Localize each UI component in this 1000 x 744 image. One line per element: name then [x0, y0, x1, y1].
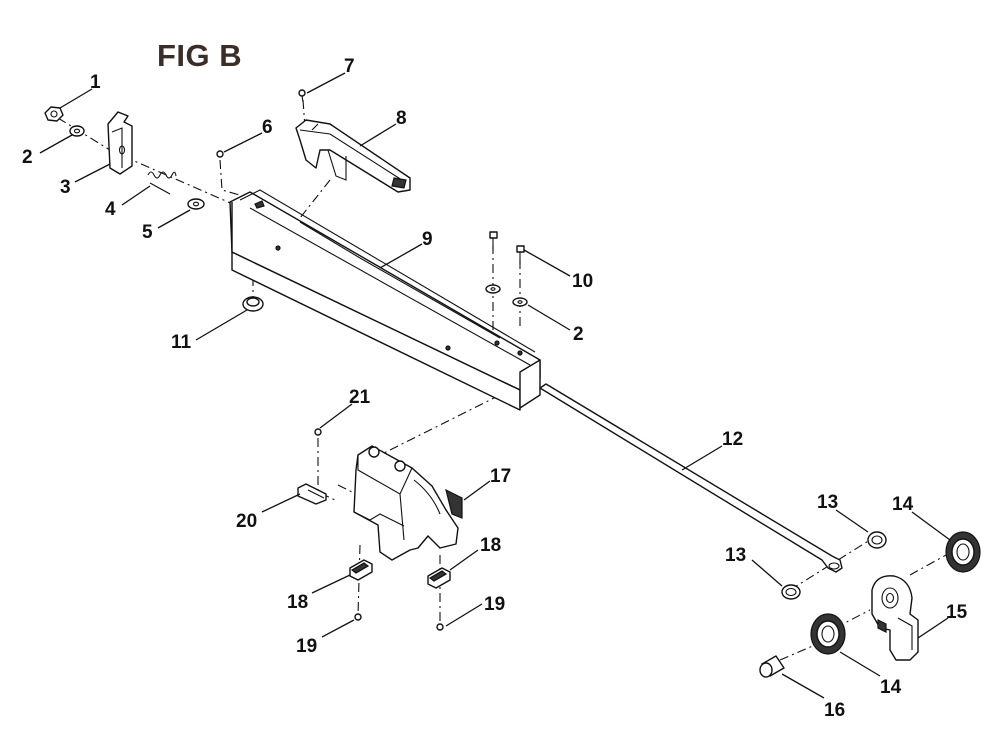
part-20-clip	[297, 483, 327, 505]
part-17-clamp-body	[353, 445, 463, 561]
callout-1: 1	[90, 72, 101, 93]
callout-13-lower: 13	[725, 545, 746, 566]
callout-8: 8	[396, 108, 407, 129]
part-8-indicator	[295, 119, 411, 193]
figure-title: FIG B	[157, 38, 243, 73]
callout-11: 11	[171, 332, 192, 353]
part-13-washers	[781, 531, 887, 600]
part-11-grommet	[242, 296, 264, 312]
callout-2: 2	[22, 147, 33, 168]
part-18-pad-left	[349, 559, 373, 581]
part-4-spring	[147, 171, 177, 195]
callout-18-left: 18	[287, 592, 308, 613]
part-7-screw	[298, 89, 306, 103]
callout-19-right: 19	[484, 594, 505, 615]
callout-labels: 1 2 3 4 5 6 7 8 9 10 2 11 12 13 13 14 14…	[22, 56, 968, 721]
callout-14-lower: 14	[880, 677, 902, 698]
callout-18-right: 18	[480, 535, 501, 556]
callout-21: 21	[349, 387, 371, 408]
part-21-screw	[314, 428, 322, 436]
part-18-pad-right	[427, 567, 451, 589]
callout-19-left: 19	[296, 636, 317, 657]
callout-9: 9	[422, 229, 433, 250]
callout-15: 15	[946, 602, 968, 623]
part-14-knob-lower	[810, 613, 846, 655]
part-2-washer	[69, 125, 85, 137]
part-9-rail	[229, 189, 541, 411]
part-3-bracket	[107, 111, 133, 175]
part-1-hex-nut	[44, 106, 64, 122]
callout-7: 7	[344, 56, 355, 77]
callout-10: 10	[572, 271, 593, 292]
part-14-knob-upper	[945, 531, 981, 573]
leader-lines	[39, 72, 951, 699]
callout-12: 12	[722, 429, 743, 450]
part-5-washer	[187, 198, 205, 210]
callout-17: 17	[490, 466, 511, 487]
callout-6: 6	[262, 117, 273, 138]
part-16-pin	[759, 655, 785, 678]
callout-14-upper: 14	[892, 494, 914, 515]
part-2-washers-rail	[485, 284, 528, 307]
callout-20: 20	[236, 511, 257, 532]
callout-2-rail: 2	[573, 324, 584, 345]
callout-13-upper: 13	[817, 492, 838, 513]
part-6-screw	[216, 150, 224, 158]
part-19-screws	[354, 613, 444, 631]
callout-4: 4	[105, 199, 116, 220]
callout-16: 16	[824, 700, 845, 721]
callout-5: 5	[142, 222, 153, 243]
part-10-screws	[489, 231, 525, 264]
part-15-lever	[871, 575, 919, 661]
callout-3: 3	[60, 177, 71, 198]
part-12-rod	[539, 383, 843, 573]
